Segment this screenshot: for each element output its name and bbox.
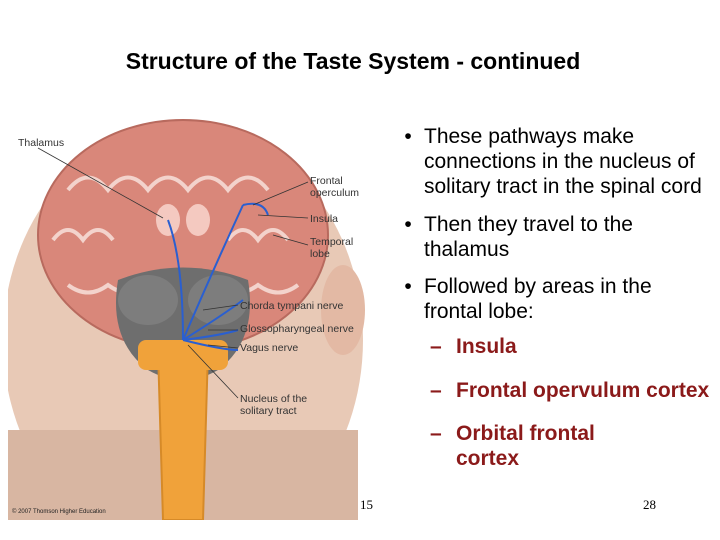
label-vagus: Vagus nerve xyxy=(240,342,298,354)
label-frontal-1: Frontal xyxy=(310,175,343,187)
bullet-item: • Followed by areas in the frontal lobe: xyxy=(392,274,712,324)
spinal-cord xyxy=(156,349,210,520)
label-frontal-2: operculum xyxy=(310,187,359,199)
brain-diagram: Thalamus Frontal operculum Insula Tempor… xyxy=(8,119,365,520)
copyright-notice: © 2007 Thomson Higher Education xyxy=(12,508,106,515)
sub-bullet-text: Insula xyxy=(456,335,517,359)
gyri-top xyxy=(66,175,270,194)
leader-frontal xyxy=(252,181,309,206)
label-temporal-2: lobe xyxy=(310,248,330,260)
bullet-list: • These pathways make connections in the… xyxy=(392,124,712,489)
sub-bullet-item: – Frontal opervulum cortex xyxy=(430,378,712,403)
label-chorda: Chorda tympani nerve xyxy=(240,300,343,312)
leader-nucleus xyxy=(187,344,239,399)
leader-chorda xyxy=(202,304,239,311)
gyri-side xyxy=(51,228,290,244)
sub-bullet-text: Orbital frontal cortex xyxy=(456,421,595,470)
pathway-to-insula xyxy=(182,204,244,341)
thalamus-right xyxy=(186,204,210,236)
chorda-tympani xyxy=(182,299,244,341)
leader-insula xyxy=(257,214,309,219)
label-glosso: Glossopharyngeal nerve xyxy=(240,323,354,335)
bullet-item: • These pathways make connections in the… xyxy=(392,124,712,200)
brain-illustration: Thalamus Frontal operculum Insula Tempor… xyxy=(8,110,398,520)
bullet-marker: • xyxy=(404,125,412,148)
slide-title: Structure of the Taste System - continue… xyxy=(125,48,581,74)
bullet-text: Followed by areas in the frontal lobe: xyxy=(424,274,652,324)
sub-bullet-text: Frontal opervulum cortex xyxy=(456,378,710,402)
label-insula: Insula xyxy=(310,213,338,225)
bullet-text: Then they travel to the thalamus xyxy=(424,212,633,261)
label-thalamus: Thalamus xyxy=(18,137,64,149)
sub-bullet-marker: – xyxy=(430,378,442,402)
bullet-marker: • xyxy=(404,212,412,236)
leader-thalamus xyxy=(37,147,164,219)
cerebellum-left xyxy=(118,275,178,325)
medulla xyxy=(138,340,228,370)
sub-bullet-item: – Orbital frontal cortex xyxy=(430,421,652,471)
vagus xyxy=(182,339,239,351)
label-nucleus-2: solitary tract xyxy=(240,405,297,417)
glossopharyngeal xyxy=(182,329,239,341)
pathway-frontal xyxy=(242,202,269,216)
leader-vagus xyxy=(207,344,239,349)
bullet-text: These pathways make connections in the n… xyxy=(424,125,702,199)
ear xyxy=(321,265,365,355)
page-number-right: 28 xyxy=(643,497,656,512)
bullet-marker: • xyxy=(404,274,412,298)
label-nucleus-1: Nucleus of the xyxy=(240,393,307,405)
page-number-left: 15 xyxy=(360,497,373,512)
sub-bullet-item: – Insula xyxy=(430,334,712,359)
label-temporal-1: Temporal xyxy=(310,236,353,248)
sub-bullet-marker: – xyxy=(430,335,442,359)
cerebellum-right xyxy=(188,275,248,325)
bullet-item: • Then they travel to the thalamus xyxy=(392,212,712,262)
leader-temporal xyxy=(272,234,309,246)
sub-bullet-marker: – xyxy=(430,421,442,445)
pathway-to-thalamus xyxy=(167,219,184,341)
